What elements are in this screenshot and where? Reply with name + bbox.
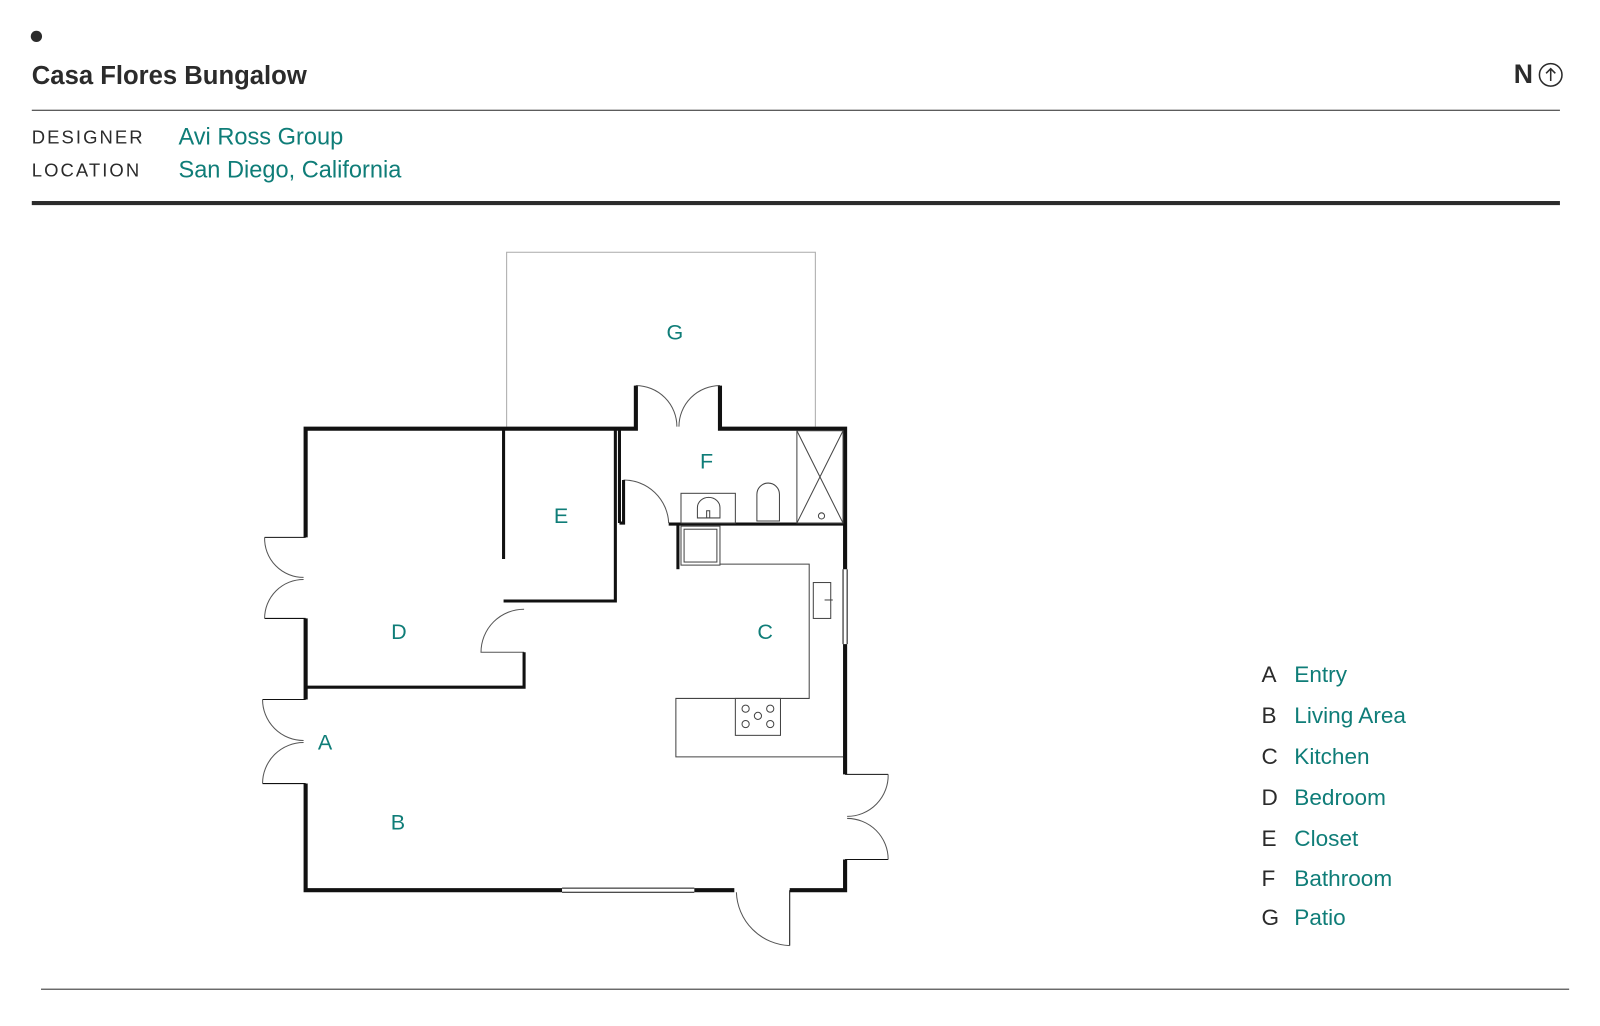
legend-key: G [1261, 904, 1280, 931]
bullet-dot [30, 30, 43, 43]
exterior-walls [303, 385, 848, 893]
patio-outline [506, 251, 816, 427]
room-label-c: C [757, 620, 773, 644]
legend-label: Entry [1294, 661, 1347, 688]
door-swings [262, 385, 889, 947]
designer-label: DESIGNER [31, 127, 145, 148]
interior-walls [305, 428, 846, 689]
page-title: Casa Flores Bungalow [31, 61, 307, 91]
room-label-e: E [554, 504, 568, 528]
legend-item[interactable]: F Bathroom [1261, 859, 1405, 897]
designer-value[interactable]: Avi Ross Group [178, 123, 344, 150]
room-label-a: A [318, 731, 333, 755]
legend-key: D [1261, 784, 1278, 811]
legend-item[interactable]: D Bedroom [1261, 777, 1405, 818]
north-label: N [1513, 58, 1534, 90]
north-indicator: N [1514, 58, 1564, 90]
legend-key: F [1261, 865, 1276, 891]
legend-label: Bathroom [1294, 865, 1393, 891]
thin-wall-lines [262, 385, 889, 946]
bathroom-fixtures [680, 430, 844, 524]
legend-item[interactable]: A Entry [1261, 654, 1405, 695]
room-label-b: B [391, 811, 405, 835]
legend-label: Living Area [1294, 702, 1406, 729]
legend-key: B [1261, 702, 1277, 729]
divider-thick [31, 201, 1560, 206]
legend-key: C [1261, 743, 1278, 770]
legend-item[interactable]: C Kitchen [1261, 736, 1405, 777]
room-label-f: F [700, 450, 713, 474]
legend-item[interactable]: G Patio [1261, 897, 1405, 938]
location-label: LOCATION [31, 159, 142, 181]
location-value[interactable]: San Diego, California [178, 155, 402, 183]
legend-label: Kitchen [1294, 743, 1370, 770]
north-arrow-icon [1538, 62, 1563, 87]
legend-label: Bedroom [1294, 784, 1386, 811]
room-label-g: G [666, 320, 683, 344]
legend-item[interactable]: E Closet [1261, 818, 1405, 859]
legend-key: A [1261, 661, 1277, 688]
footer-divider [41, 988, 1570, 990]
legend-item[interactable]: B Living Area [1261, 695, 1405, 736]
legend-label: Closet [1294, 825, 1359, 852]
divider [31, 109, 1560, 111]
room-label-d: D [391, 620, 407, 644]
legend-label: Patio [1294, 904, 1346, 931]
legend-key: E [1261, 825, 1277, 852]
kitchen-fixtures [675, 525, 844, 758]
